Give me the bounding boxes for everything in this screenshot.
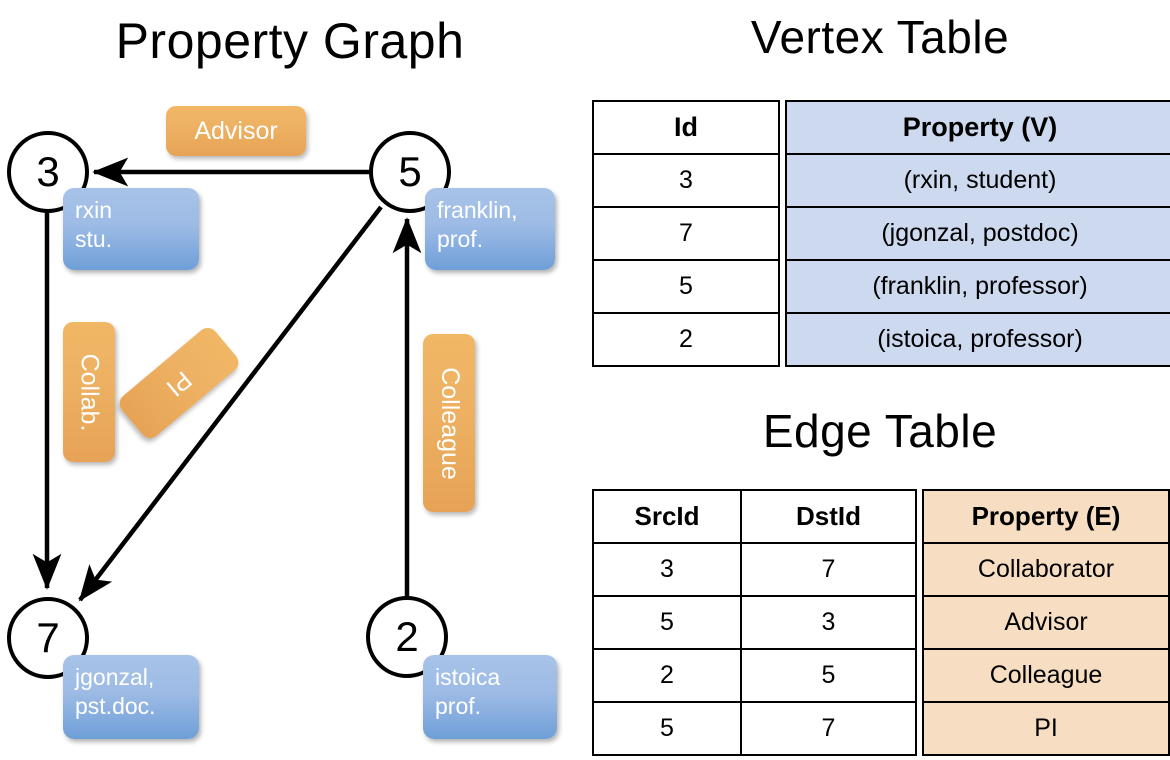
edge-table-header-dstid: DstId: [742, 491, 915, 544]
graph-node-2-property-box: istoica prof.: [423, 655, 557, 739]
graph-node-2-property-line1: istoica: [435, 664, 501, 690]
edge-table-cell-srcid: 3: [594, 544, 740, 597]
graph-node-5-id: 5: [398, 148, 422, 195]
vertex-table-cell-property: (franklin, professor): [787, 261, 1170, 314]
graph-node-2-property-line2: prof.: [435, 693, 482, 720]
edge-label-pi-text: PI: [161, 365, 198, 402]
edge-table-cell-property: Collaborator: [924, 544, 1168, 597]
graph-node-7-property-line2: pst.doc.: [75, 693, 156, 720]
edge-table-cell-dstid: 3: [742, 597, 915, 650]
vertex-table-header-property: Property (V): [787, 102, 1170, 155]
vertex-table-cell-id: 2: [594, 314, 778, 367]
edge-label-colleague-text: Colleague: [435, 366, 464, 480]
graph-node-3-id: 3: [36, 148, 60, 195]
vertex-table: Id 3 7 5 2 Property (V) (rxin, student) …: [592, 100, 1170, 367]
edge-table-column-property: Property (E) Collaborator Advisor Collea…: [922, 489, 1170, 756]
edge-table-cell-srcid: 2: [594, 650, 740, 703]
edge-table: SrcId 3 5 2 5 DstId 7 3 5 7 Property (E)…: [592, 489, 1170, 756]
edge-table-cell-property: PI: [924, 703, 1168, 756]
graph-node-3-property-box: rxin stu.: [63, 188, 199, 270]
edge-label-advisor-text: Advisor: [194, 116, 278, 145]
edge-table-cell-srcid: 5: [594, 703, 740, 756]
edge-table-cell-dstid: 7: [742, 703, 915, 756]
graph-node-2[interactable]: 2: [366, 596, 448, 678]
vertex-table-cell-property: (istoica, professor): [787, 314, 1170, 367]
graph-node-3-property-line1: rxin: [75, 197, 113, 223]
page-title-vertex-table: Vertex Table: [750, 11, 1010, 63]
graph-node-5-property-line2: prof.: [437, 226, 484, 253]
graph-node-2-id: 2: [395, 613, 419, 660]
vertex-table-cell-id: 3: [594, 155, 778, 208]
graph-node-3-property-line2: stu.: [75, 226, 113, 253]
vertex-table-column-property: Property (V) (rxin, student) (jgonzal, p…: [785, 100, 1170, 367]
graph-node-5[interactable]: 5: [369, 131, 451, 213]
graph-node-7-property-box: jgonzal, pst.doc.: [63, 655, 199, 739]
edge-table-header-srcid: SrcId: [594, 491, 740, 544]
edge-table-column-srcid: SrcId 3 5 2 5: [592, 489, 742, 756]
vertex-table-header-id: Id: [594, 102, 778, 155]
graph-node-5-property-line1: franklin,: [437, 197, 518, 223]
edge-line-pi: [78, 205, 383, 602]
page-title-edge-table: Edge Table: [762, 405, 998, 457]
graph-edges-layer: [32, 157, 422, 602]
vertex-table-cell-property: (rxin, student): [787, 155, 1170, 208]
edge-table-column-dstid: DstId 7 3 5 7: [742, 489, 917, 756]
edge-table-cell-dstid: 5: [742, 650, 915, 703]
vertex-table-cell-id: 5: [594, 261, 778, 314]
vertex-table-column-id: Id 3 7 5 2: [592, 100, 780, 367]
edge-label-collab-text: Collab.: [75, 353, 104, 431]
edge-label-collab: Collab.: [63, 322, 115, 462]
edge-table-cell-dstid: 7: [742, 544, 915, 597]
graph-node-7-id: 7: [36, 614, 60, 661]
property-graph-diagram: 3 rxin stu. 5 franklin, prof. 7 jgonzal,…: [7, 106, 557, 739]
edge-table-cell-srcid: 5: [594, 597, 740, 650]
edge-label-colleague: Colleague: [423, 334, 475, 512]
graph-node-7-property-line1: jgonzal,: [75, 664, 155, 690]
edge-table-cell-property: Colleague: [924, 650, 1168, 703]
vertex-table-cell-id: 7: [594, 208, 778, 261]
graph-node-5-property-box: franklin, prof.: [425, 188, 555, 270]
page-title-property-graph: Property Graph: [115, 13, 465, 69]
edge-table-header-property: Property (E): [924, 491, 1168, 544]
edge-table-cell-property: Advisor: [924, 597, 1168, 650]
vertex-table-cell-property: (jgonzal, postdoc): [787, 208, 1170, 261]
edge-label-advisor: Advisor: [166, 106, 306, 156]
